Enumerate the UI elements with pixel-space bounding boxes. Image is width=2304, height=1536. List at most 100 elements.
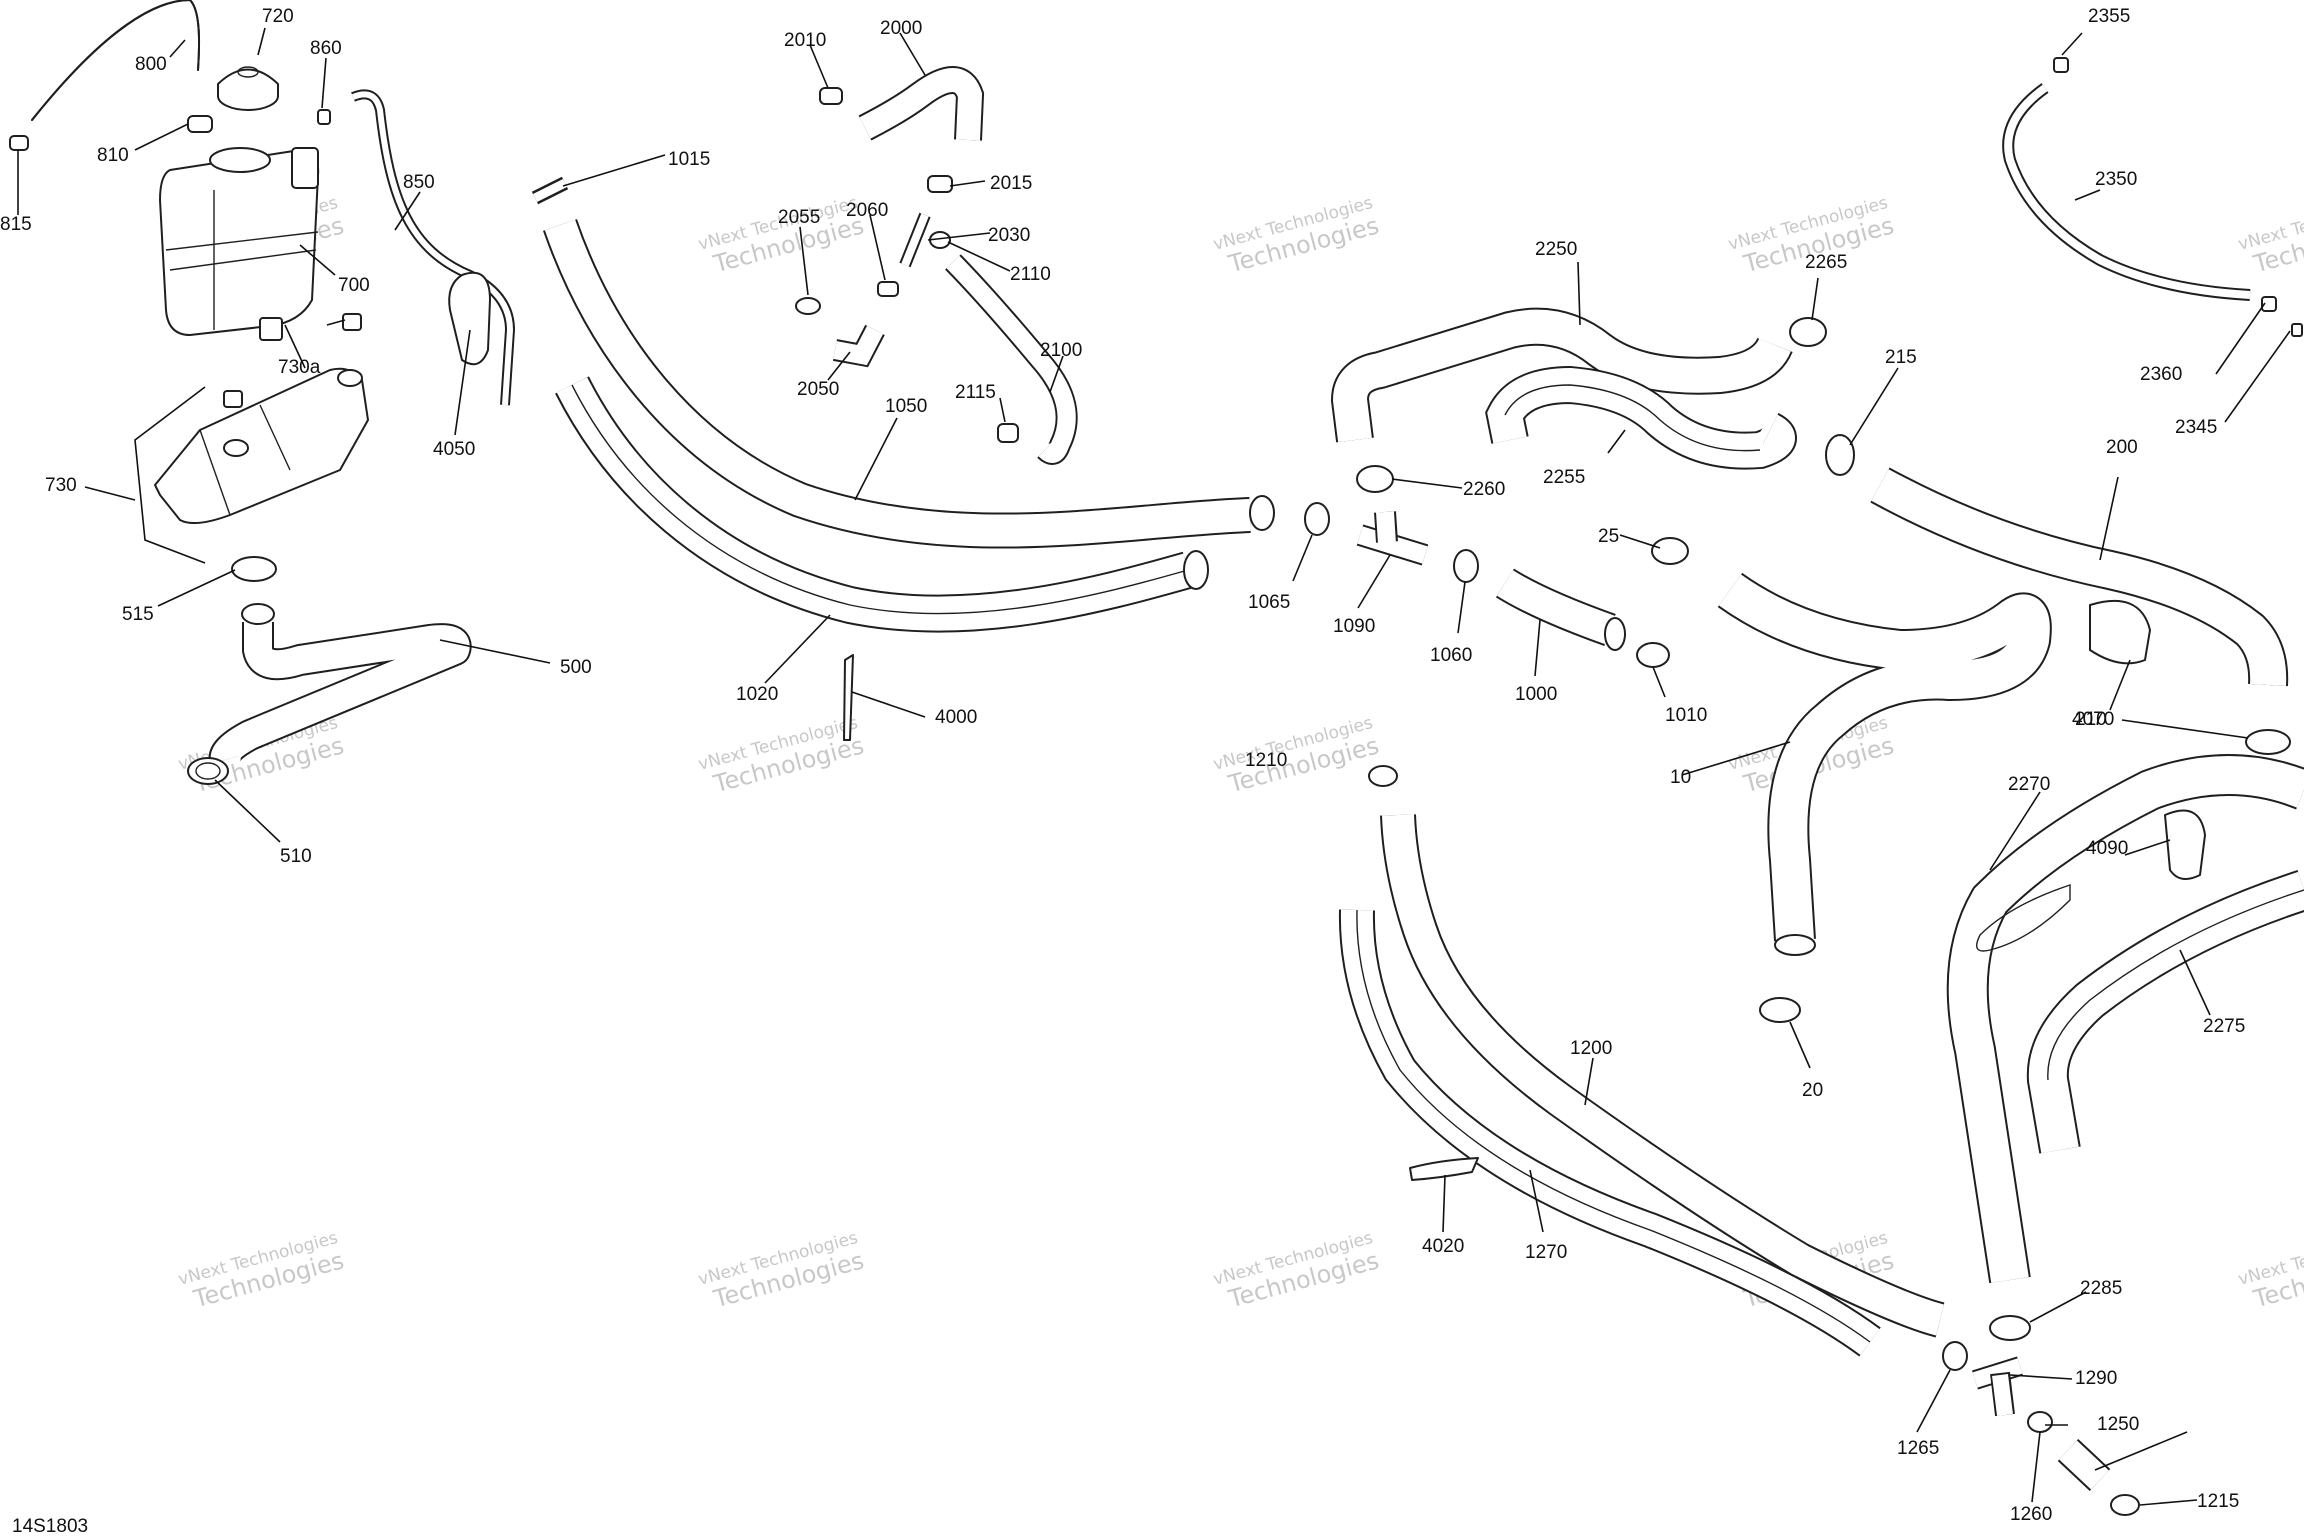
watermark: vNext Technologies Technologies <box>1211 1228 1382 1314</box>
fitting-2345[interactable] <box>2291 323 2303 337</box>
hose-1020[interactable] <box>555 376 1209 633</box>
hose-1250[interactable] <box>2057 1439 2111 1491</box>
cap-720[interactable] <box>217 66 279 111</box>
fitting-1015[interactable] <box>531 176 569 205</box>
label-1210: 1210 <box>1245 750 1287 771</box>
clamp-1265[interactable] <box>1942 1341 1968 1371</box>
overflow-hose-850[interactable] <box>351 89 516 406</box>
clamp-20[interactable] <box>1759 997 1801 1023</box>
label-1050: 1050 <box>885 396 927 417</box>
label-850: 850 <box>403 172 435 193</box>
clamp-2265[interactable] <box>1789 317 1827 347</box>
clamp-810[interactable] <box>187 115 213 133</box>
label-2345: 2345 <box>2175 417 2217 438</box>
ring-515[interactable] <box>231 556 277 582</box>
strap-4090[interactable] <box>2164 809 2206 880</box>
clamp-2260[interactable] <box>1356 465 1394 493</box>
tee-2030[interactable] <box>899 212 931 268</box>
hose-2270[interactable] <box>1946 754 2304 1284</box>
bracket-outline-lines <box>134 386 206 564</box>
label-1060: 1060 <box>1430 645 1472 666</box>
hose-200[interactable] <box>1870 467 2289 687</box>
tee-1290[interactable] <box>1972 1356 2023 1417</box>
label-2360: 2360 <box>2140 364 2182 385</box>
hose-2000[interactable] <box>858 66 985 141</box>
hose-2250[interactable] <box>1330 307 1793 443</box>
label-4050: 4050 <box>433 439 475 460</box>
label-1265: 1265 <box>1897 1438 1939 1459</box>
label-2255: 2255 <box>1543 467 1585 488</box>
nut-730a-top[interactable] <box>342 313 362 331</box>
clamp-2015[interactable] <box>927 175 953 193</box>
label-730a: 730a <box>278 357 321 378</box>
part-labels: 720 800 860 810 815 850 700 730a 730 515… <box>0 6 2245 1525</box>
clamp-2115[interactable] <box>997 423 1019 443</box>
label-4070: 4070 <box>2072 709 2114 730</box>
hose-1200[interactable] <box>1380 814 1945 1338</box>
label-2010: 2010 <box>784 30 826 51</box>
label-1215: 1215 <box>2197 1491 2239 1512</box>
label-210: 210 <box>2075 709 2107 730</box>
clamp-25[interactable] <box>1651 537 1689 565</box>
label-2250: 2250 <box>1535 239 1577 260</box>
label-1000: 1000 <box>1515 684 1557 705</box>
label-815: 815 <box>0 214 32 235</box>
hose-500[interactable] <box>208 603 472 765</box>
watermark: vNext Technologies Technologies <box>1211 713 1382 799</box>
reservoir-700[interactable] <box>159 147 320 341</box>
hose-800[interactable] <box>31 0 201 121</box>
clamp-1010[interactable] <box>1636 642 1670 668</box>
label-700: 700 <box>338 275 370 296</box>
clip-860[interactable] <box>317 109 331 125</box>
clamp-1215[interactable] <box>2110 1494 2140 1516</box>
label-1065: 1065 <box>1248 592 1290 613</box>
bracket-730[interactable] <box>154 367 369 525</box>
fitting-2360[interactable] <box>2261 296 2277 312</box>
clamp-2010[interactable] <box>819 87 843 105</box>
hose-2100[interactable] <box>945 254 1078 465</box>
elbow-2050[interactable] <box>832 324 885 368</box>
strap-4070[interactable] <box>2089 599 2151 665</box>
label-2100: 2100 <box>1040 340 1082 361</box>
strap-4050[interactable] <box>448 271 491 366</box>
line-2350[interactable] <box>2002 83 2251 301</box>
tee-1090[interactable] <box>1356 511 1429 566</box>
loop-strap[interactable] <box>1976 884 2071 952</box>
clamp-210[interactable] <box>2245 729 2291 755</box>
label-2015: 2015 <box>990 173 1032 194</box>
clamp-510[interactable] <box>187 757 229 785</box>
label-2355: 2355 <box>2088 6 2130 27</box>
hose-2255[interactable] <box>1485 365 1797 470</box>
label-2350: 2350 <box>2095 169 2137 190</box>
label-810: 810 <box>97 145 129 166</box>
label-510: 510 <box>280 846 312 867</box>
hose-1270[interactable] <box>1338 909 1881 1357</box>
tie-4000[interactable] <box>843 654 854 741</box>
diagram-code: 14S1803 <box>12 1516 88 1536</box>
label-200: 200 <box>2106 437 2138 458</box>
label-4020: 4020 <box>1422 1236 1464 1257</box>
clamp-1260[interactable] <box>2027 1411 2053 1433</box>
label-1090: 1090 <box>1333 616 1375 637</box>
label-2000: 2000 <box>880 18 922 39</box>
clamp-1210[interactable] <box>1368 765 1398 787</box>
clamp-215[interactable] <box>1825 434 1855 476</box>
hose-1000[interactable] <box>1495 568 1626 651</box>
hose-2275[interactable] <box>2026 870 2304 1154</box>
nut-730a[interactable] <box>223 390 243 408</box>
label-500: 500 <box>560 657 592 678</box>
clamp-815[interactable] <box>9 135 29 151</box>
strap-4020[interactable] <box>1409 1157 1479 1181</box>
label-2060: 2060 <box>846 200 888 221</box>
fitting-2355[interactable] <box>2053 57 2069 73</box>
label-2270: 2270 <box>2008 774 2050 795</box>
label-720: 720 <box>262 6 294 27</box>
clamp-2060[interactable] <box>877 281 899 297</box>
hose-1050[interactable] <box>543 219 1275 549</box>
clamp-2285[interactable] <box>1989 1315 2031 1341</box>
label-800: 800 <box>135 54 167 75</box>
clamp-2055[interactable] <box>795 297 821 315</box>
clamp-1065[interactable] <box>1304 502 1330 536</box>
clamp-1060[interactable] <box>1453 549 1479 583</box>
hose-10[interactable] <box>1717 572 2052 956</box>
